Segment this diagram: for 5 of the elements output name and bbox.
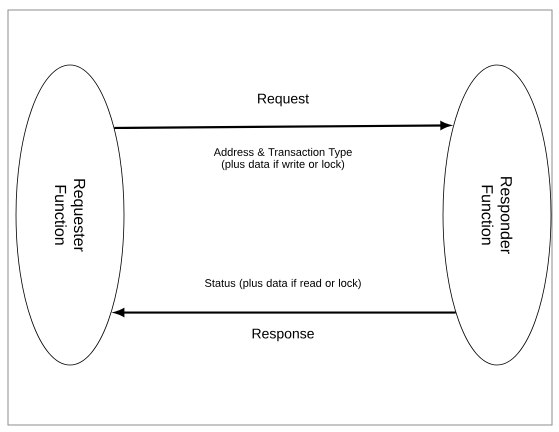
note-text: Address & Transaction Type (plus data if write or lock) bbox=[214, 148, 352, 170]
arrow bbox=[114, 308, 456, 317]
edge-label: Request bbox=[256, 92, 310, 108]
edge-label: Response bbox=[250, 328, 316, 342]
note-text: Status (plus data if read or lock) bbox=[205, 278, 361, 290]
